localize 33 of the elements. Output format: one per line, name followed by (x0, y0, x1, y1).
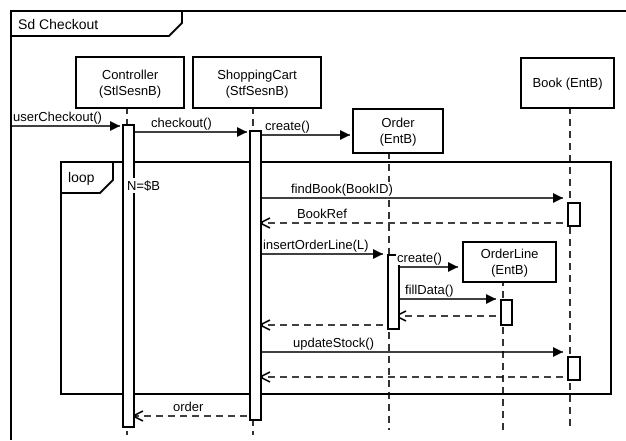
participant-box: Book (EntB) (520, 57, 615, 109)
return-message-arrow (259, 371, 563, 383)
participant-box: ShoppingCart (StfSesnB) (192, 56, 322, 109)
activation-bar (500, 299, 513, 326)
activation-bar (567, 356, 581, 381)
frame-title: Sd Checkout (18, 16, 98, 32)
loop-fragment (60, 161, 612, 395)
message-label: userCheckout() (12, 110, 103, 124)
message-arrow (133, 127, 247, 137)
participant-box: Controller (StlSesnB) (75, 56, 185, 109)
message-label: create() (396, 251, 443, 265)
message-label: fillData() (404, 283, 454, 297)
return-message-arrow (259, 319, 383, 331)
fragment-operator: loop (68, 169, 94, 185)
message-arrow (260, 347, 563, 357)
message-arrow (260, 193, 563, 203)
message-arrow (260, 249, 383, 259)
message-label: BookRef (296, 207, 348, 221)
activation-bar (567, 202, 581, 227)
return-message-arrow (132, 410, 247, 422)
message-label: updateStock() (292, 336, 375, 350)
return-message-arrow (259, 217, 563, 229)
message-label: insertOrderLine(L) (262, 238, 370, 252)
guard-condition: N=$B (127, 178, 160, 193)
message-label: findBook(BookID) (290, 182, 394, 196)
message-arrow (260, 130, 350, 140)
message-arrow (10, 121, 120, 131)
message-label: order (172, 400, 204, 414)
message-label: checkout() (150, 116, 213, 130)
participant-box: OrderLine (EntB) (462, 241, 557, 283)
activation-bar (249, 130, 262, 421)
participant-box: Order (EntB) (352, 108, 444, 154)
message-label: create() (264, 119, 311, 133)
